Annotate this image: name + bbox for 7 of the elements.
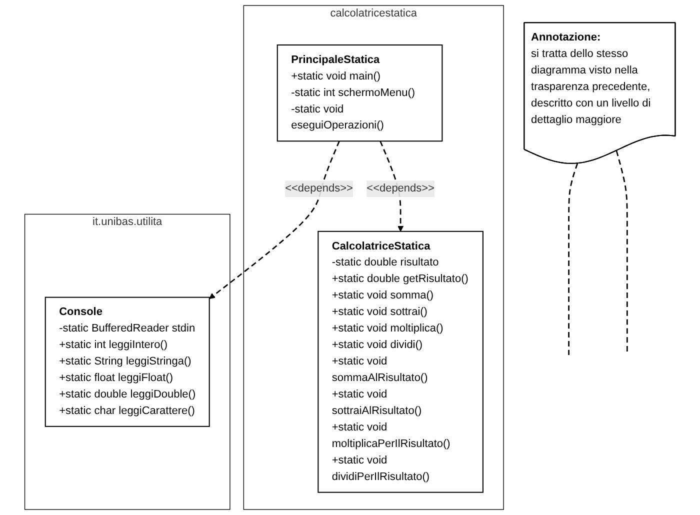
node-box: Console -static BufferedReader stdin +static int leggiIntero() +static String leggiStringa() +static float leggiFloat() +static double leggiDouble() +static char leggiCarattere()	[44, 296, 210, 427]
edge-label: <<depends>>	[285, 182, 353, 194]
node-box: PrincipaleStatica +static void main() -static int schermoMenu() -static void eseguiOperazioni()	[276, 44, 443, 142]
node-box: CalcolatriceStatica -static double risultato +static double getRisultato() +static void somma() +static void sottrai() +static void moltiplica() +static void dividi() +static void sommaAlRisultato() +static void sottraiAlRisultato() +static void moltiplicaPerIlRisultato() +static void dividiPerIlRisultato()	[318, 230, 484, 493]
connector	[568, 163, 578, 355]
edge-label: <<depends>>	[366, 182, 434, 194]
arrow	[209, 140, 340, 299]
